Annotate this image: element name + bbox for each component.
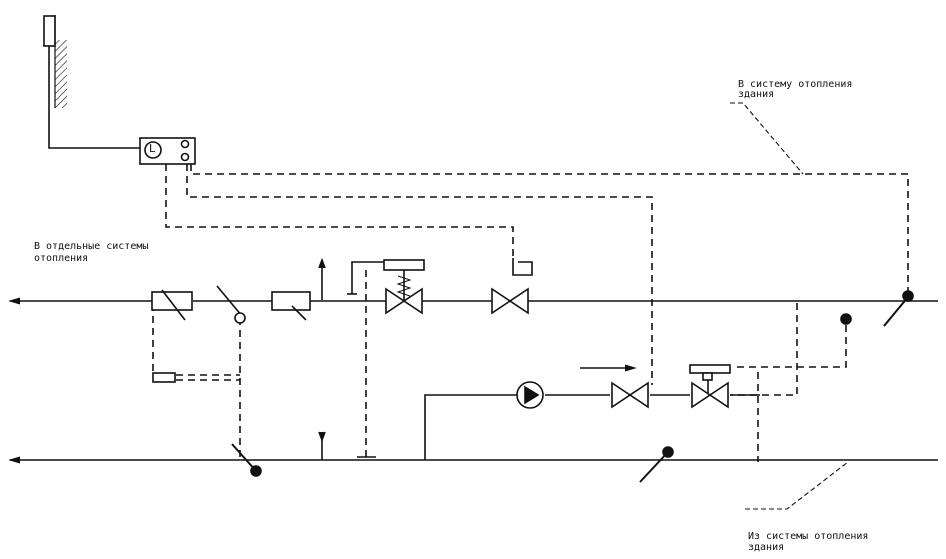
junction-box xyxy=(152,372,176,383)
label-to-separate-systems-1: В отдельные системы xyxy=(34,241,149,252)
flow-meter-icon xyxy=(151,289,193,321)
outdoor-sensor-icon xyxy=(43,15,67,108)
controller-icon xyxy=(139,137,196,165)
strainer-icon xyxy=(271,291,311,321)
pump-icon xyxy=(516,381,544,409)
label-to-separate-systems-2: отопления xyxy=(34,253,89,264)
bypass-valve-icon xyxy=(611,381,649,409)
temperature-sensor-icon xyxy=(231,290,914,483)
label-from-building-heating-2: здания xyxy=(748,542,785,553)
check-valve-icon xyxy=(216,285,246,324)
control-lines xyxy=(152,164,909,462)
bypass-pipe xyxy=(424,394,517,460)
label-from-building-heating-1: Из системы отопления xyxy=(748,531,869,542)
valve-icon xyxy=(491,258,533,315)
flow-arrow xyxy=(624,364,637,372)
control-valve-icon xyxy=(347,259,425,315)
return-arrow xyxy=(8,456,21,464)
label-to-building-heating-1: В систему отопления xyxy=(738,79,853,90)
pressure-gauge-icon xyxy=(318,257,326,300)
controller-letter: L xyxy=(149,142,156,155)
bypass-control-valve-icon xyxy=(689,364,731,409)
sensor-wire xyxy=(48,46,140,149)
return-marker xyxy=(318,431,376,460)
supply-arrow xyxy=(8,297,21,305)
label-to-building-heating-2: здания xyxy=(738,89,775,100)
label-leaders xyxy=(730,102,849,510)
